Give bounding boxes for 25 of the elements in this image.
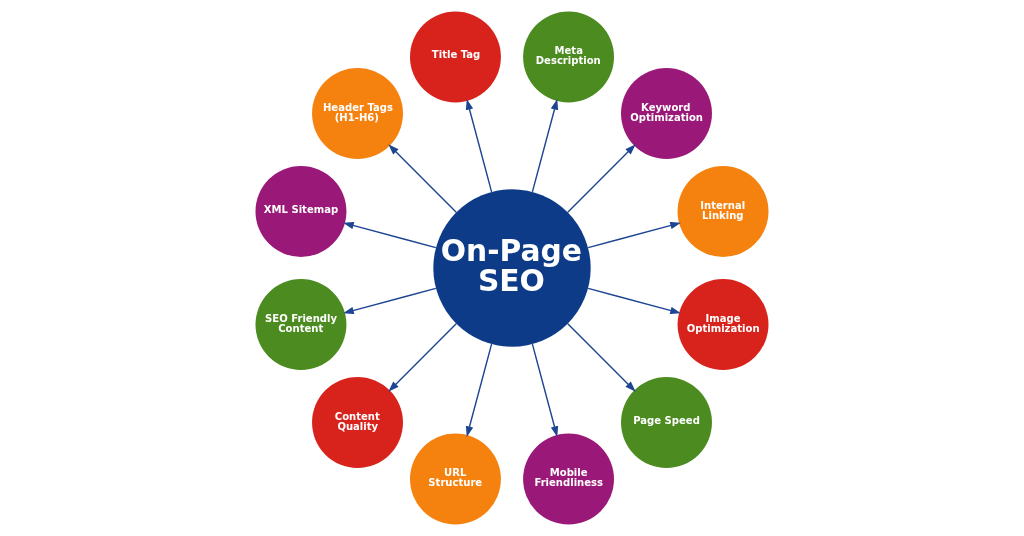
node-circle: XML Sitemap [255, 166, 347, 257]
arrow [587, 287, 681, 315]
arrow [343, 287, 437, 315]
arrow [465, 99, 493, 193]
arrow [531, 343, 559, 437]
node-circle: Image Optimization [677, 279, 769, 370]
arrow [388, 144, 457, 213]
node-circle: Header Tags (H1-H6) [312, 68, 403, 159]
node-circle: Mobile Friendliness [523, 433, 614, 525]
node-circle: Meta Description [523, 11, 614, 103]
node-circle: Keyword Optimization [621, 68, 712, 159]
arrow [465, 343, 493, 437]
node-circle: Title Tag [410, 11, 501, 103]
arrow [567, 323, 636, 392]
arrow [388, 323, 457, 392]
node-circle: Page Speed [621, 377, 712, 468]
arrow [531, 99, 559, 193]
node-circle: On-Page SEO [433, 189, 591, 347]
arrow [567, 144, 636, 213]
arrow [343, 221, 437, 249]
arrow [587, 221, 681, 249]
node-circle: SEO Friendly Content [255, 279, 347, 370]
node-circle: Internal Linking [677, 166, 769, 257]
node-circle: Content Quality [312, 377, 403, 468]
node-circle: URL Structure [410, 433, 501, 525]
